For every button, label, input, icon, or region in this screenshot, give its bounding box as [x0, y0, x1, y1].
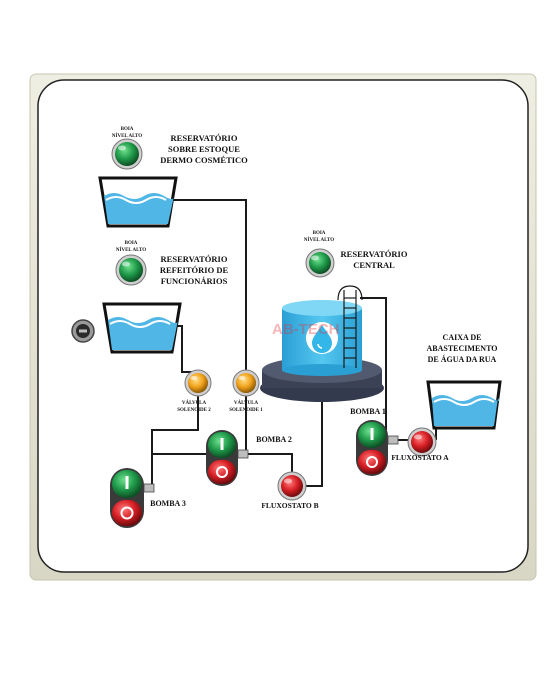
flow-switch-a-light [411, 431, 433, 453]
valve-left-light [188, 373, 208, 393]
reservoir-central-line1: RESERVATÓRIO [341, 249, 408, 259]
reservoir-mid-line1: RESERVATÓRIO [161, 254, 228, 264]
valve-left-label2: SOLENOIDE 2 [177, 408, 211, 413]
level-top-label1: BOIA [121, 127, 134, 132]
flow-a-label: FLUXOSTATO A [391, 453, 449, 462]
supply-line2: ABASTECIMENTO [427, 344, 498, 353]
connector-pump-2 [237, 449, 249, 459]
level-central-label1: BOIA [313, 231, 326, 236]
supply-line1: CAIXA DE [443, 333, 482, 342]
level-mid-light [119, 258, 143, 282]
pump-2-label: BOMBA 2 [256, 435, 292, 444]
flow-switch-b [277, 471, 307, 501]
valve-left: VÁLVULA SOLENOIDE 2 [177, 369, 212, 413]
supply-line3: DE ÁGUA DA RUA [428, 354, 497, 364]
level-mid-label2: NÍVEL ALTO [116, 247, 146, 253]
watermark: AB-TECH [272, 321, 340, 338]
pump-2-stop-button[interactable] [208, 460, 236, 484]
reservoir-central-label: RESERVATÓRIO CENTRAL [341, 249, 408, 270]
flow-switch-a [407, 427, 437, 457]
level-central-light [309, 252, 331, 274]
reservoir-top-line3: DERMO COSMÉTICO [160, 155, 248, 165]
valve-left-label1: VÁLVULA [182, 400, 207, 406]
valve-right-label1: VÁLVULA [234, 400, 259, 406]
valve-right-light [236, 373, 256, 393]
reservoir-top-label: RESERVATÓRIO SOBRE ESTOQUE DERMO COSMÉTI… [160, 133, 248, 165]
reservoir-central-line2: CENTRAL [353, 260, 395, 270]
connector-pump-3 [143, 483, 155, 493]
reservoir-mid-line3: FUNCIONÁRIOS [161, 276, 228, 286]
reservoir-top-line1: RESERVATÓRIO [171, 133, 238, 143]
reservoir-top-line2: SOBRE ESTOQUE [168, 144, 240, 154]
level-mid-label1: BOIA [125, 241, 138, 246]
reservoir-mid-label: RESERVATÓRIO REFEITÓRIO DE FUNCIONÁRIOS [160, 254, 229, 286]
level-indicator-top: BOIA NÍVEL ALTO [111, 127, 143, 170]
flow-switch-b-light [281, 475, 303, 497]
pump-3-label: BOMBA 3 [150, 499, 186, 508]
valve-right-label2: SOLENOIDE 1 [229, 408, 263, 413]
level-indicator-central: BOIA NÍVEL ALTO [304, 231, 335, 278]
pump-1-control[interactable] [356, 420, 388, 476]
reservoir-mid-line2: REFEITÓRIO DE [160, 265, 229, 275]
reservoir-top [98, 176, 178, 228]
key-switch[interactable] [71, 319, 95, 343]
flow-b-label: FLUXOSTATO B [261, 501, 318, 510]
water-drop-icon [306, 322, 338, 354]
central-tank [260, 285, 384, 402]
pump-1-stop-button[interactable] [358, 450, 386, 474]
pump-2-control[interactable] [206, 430, 238, 486]
pump-1-label: BOMBA 1 [350, 407, 386, 416]
valve-right: VÁLVULA SOLENOIDE 1 [229, 369, 263, 413]
level-indicator-mid: BOIA NÍVEL ALTO [115, 241, 147, 286]
level-top-light [115, 142, 139, 166]
level-top-label2: NÍVEL ALTO [112, 133, 142, 139]
supply-box-label: CAIXA DE ABASTECIMENTO DE ÁGUA DA RUA [427, 333, 498, 364]
supply-box [426, 380, 502, 430]
level-central-label2: NÍVEL ALTO [304, 237, 334, 243]
connector-pump-1 [387, 435, 399, 445]
pump-3-control[interactable] [110, 468, 144, 528]
reservoir-mid [102, 302, 182, 354]
pump-3-stop-button[interactable] [112, 500, 142, 526]
